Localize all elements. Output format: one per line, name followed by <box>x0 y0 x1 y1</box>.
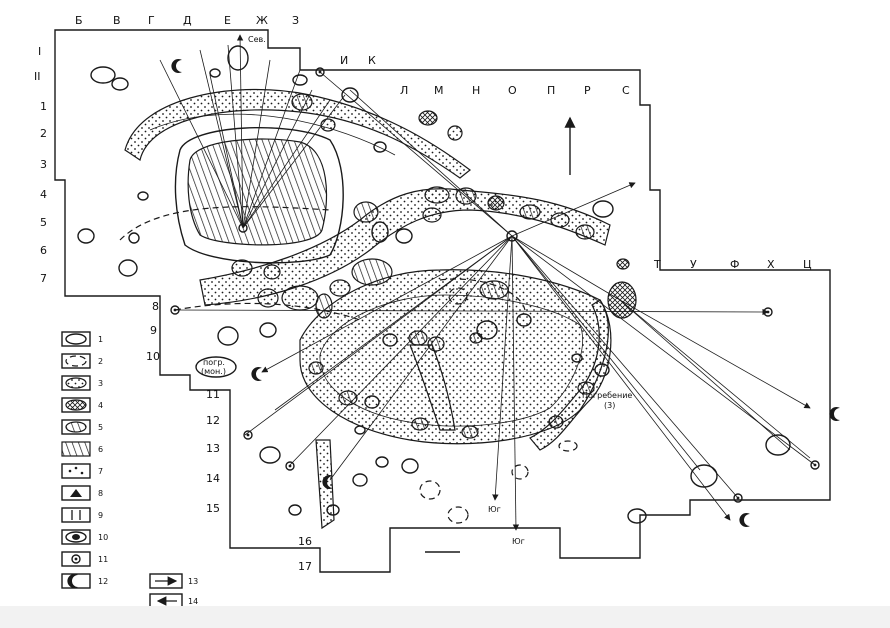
grid-letter: Р <box>584 84 591 97</box>
burial-right-sublabel: (3) <box>604 401 615 410</box>
grid-number: 12 <box>206 414 220 427</box>
grid-letter: В <box>113 14 121 27</box>
hearth-center <box>506 230 518 242</box>
grid-numbers-left: I II 1 2 3 4 5 6 7 8 9 10 11 12 13 14 15… <box>34 45 312 573</box>
grid-letter: З <box>292 14 299 27</box>
excavation-boundary <box>54 29 831 573</box>
rays-north <box>159 34 346 229</box>
legend-item-4: 4 <box>98 401 103 410</box>
south-label-1: Юг <box>488 505 501 514</box>
grid-letter: Ц <box>803 258 812 271</box>
grid-number: 1 <box>40 100 47 113</box>
legend-item-8: 8 <box>98 489 103 498</box>
legend-item-10: 10 <box>98 533 108 542</box>
grid-letter: Е <box>224 14 231 27</box>
grid-number: 13 <box>206 442 220 455</box>
grid-letter: Л <box>400 84 408 97</box>
legend: 1 2 3 4 5 6 7 8 9 10 11 12 <box>61 331 198 609</box>
grid-number: 2 <box>40 127 47 140</box>
grid-letter: П <box>547 84 555 97</box>
grid-letter: Ф <box>730 258 739 271</box>
upper-arc-line <box>149 113 396 156</box>
grid-number: 16 <box>298 535 312 548</box>
grid-letter: Д <box>183 14 192 27</box>
burial-left-label: погр. <box>203 358 225 367</box>
grid-letter: С <box>622 84 630 97</box>
grid-number: II <box>34 70 41 83</box>
grid-number: 7 <box>40 272 47 285</box>
grid-letter: У <box>690 258 697 271</box>
grid-number: 17 <box>298 560 312 573</box>
south-label-2: Юг <box>512 537 525 546</box>
grid-letter: О <box>508 84 517 97</box>
upper-arc-band <box>124 88 471 179</box>
bottom-margin <box>0 606 890 628</box>
legend-item-9: 9 <box>98 511 103 520</box>
legend-item-11: 11 <box>98 555 108 564</box>
dashed-arc-left <box>119 206 331 241</box>
grid-number: 14 <box>206 472 220 485</box>
legend-item-13: 13 <box>188 577 198 586</box>
rays-east <box>174 299 811 459</box>
grid-number: I <box>38 45 41 58</box>
grid-letter: Т <box>653 258 661 271</box>
grid-letter: М <box>434 84 444 97</box>
mid-channel <box>409 344 456 431</box>
right-band <box>529 299 612 451</box>
legend-item-7: 7 <box>98 467 103 476</box>
grid-number: 8 <box>152 300 159 313</box>
grid-number: 4 <box>40 188 47 201</box>
central-dwelling <box>187 138 328 246</box>
legend-item-5: 5 <box>98 423 103 432</box>
legend-item-1: 1 <box>98 335 103 344</box>
grid-number: 15 <box>206 502 220 515</box>
grid-number: 5 <box>40 216 47 229</box>
grid-letter: Х <box>767 258 775 271</box>
burial-left-sublabel: (мон.) <box>201 367 226 376</box>
dot-markers <box>170 67 820 503</box>
north-label: Сев. <box>248 35 266 44</box>
grid-number: 11 <box>206 388 220 401</box>
legend-item-2: 2 <box>98 357 103 366</box>
grid-letter: И <box>340 54 348 67</box>
grid-number: 3 <box>40 158 47 171</box>
lower-loop-inner <box>319 294 584 427</box>
grid-letter: К <box>368 54 376 67</box>
grid-letter: Б <box>75 14 83 27</box>
legend-item-6: 6 <box>98 445 103 454</box>
grid-letter: Н <box>472 84 480 97</box>
grid-number: 10 <box>146 350 160 363</box>
hearth-upper <box>238 223 248 233</box>
burial-right-label: Погребение <box>582 391 632 400</box>
grid-letter: Г <box>148 14 155 27</box>
grid-letters-right: Т У Ф Х Ц <box>653 258 812 271</box>
crescent-symbols <box>171 59 840 528</box>
middle-band <box>199 188 611 306</box>
rays-center <box>244 71 816 531</box>
legend-item-14: 14 <box>188 597 198 606</box>
grid-letter: Ж <box>256 14 268 27</box>
grid-number: 6 <box>40 244 47 257</box>
grid-letters-top: Б В Г Д Е Ж З И К Л М Н О П Р С <box>75 14 630 97</box>
burial-left-outline <box>195 356 237 378</box>
legend-item-12: 12 <box>98 577 108 586</box>
grid-number: 9 <box>150 324 157 337</box>
legend-item-3: 3 <box>98 379 103 388</box>
